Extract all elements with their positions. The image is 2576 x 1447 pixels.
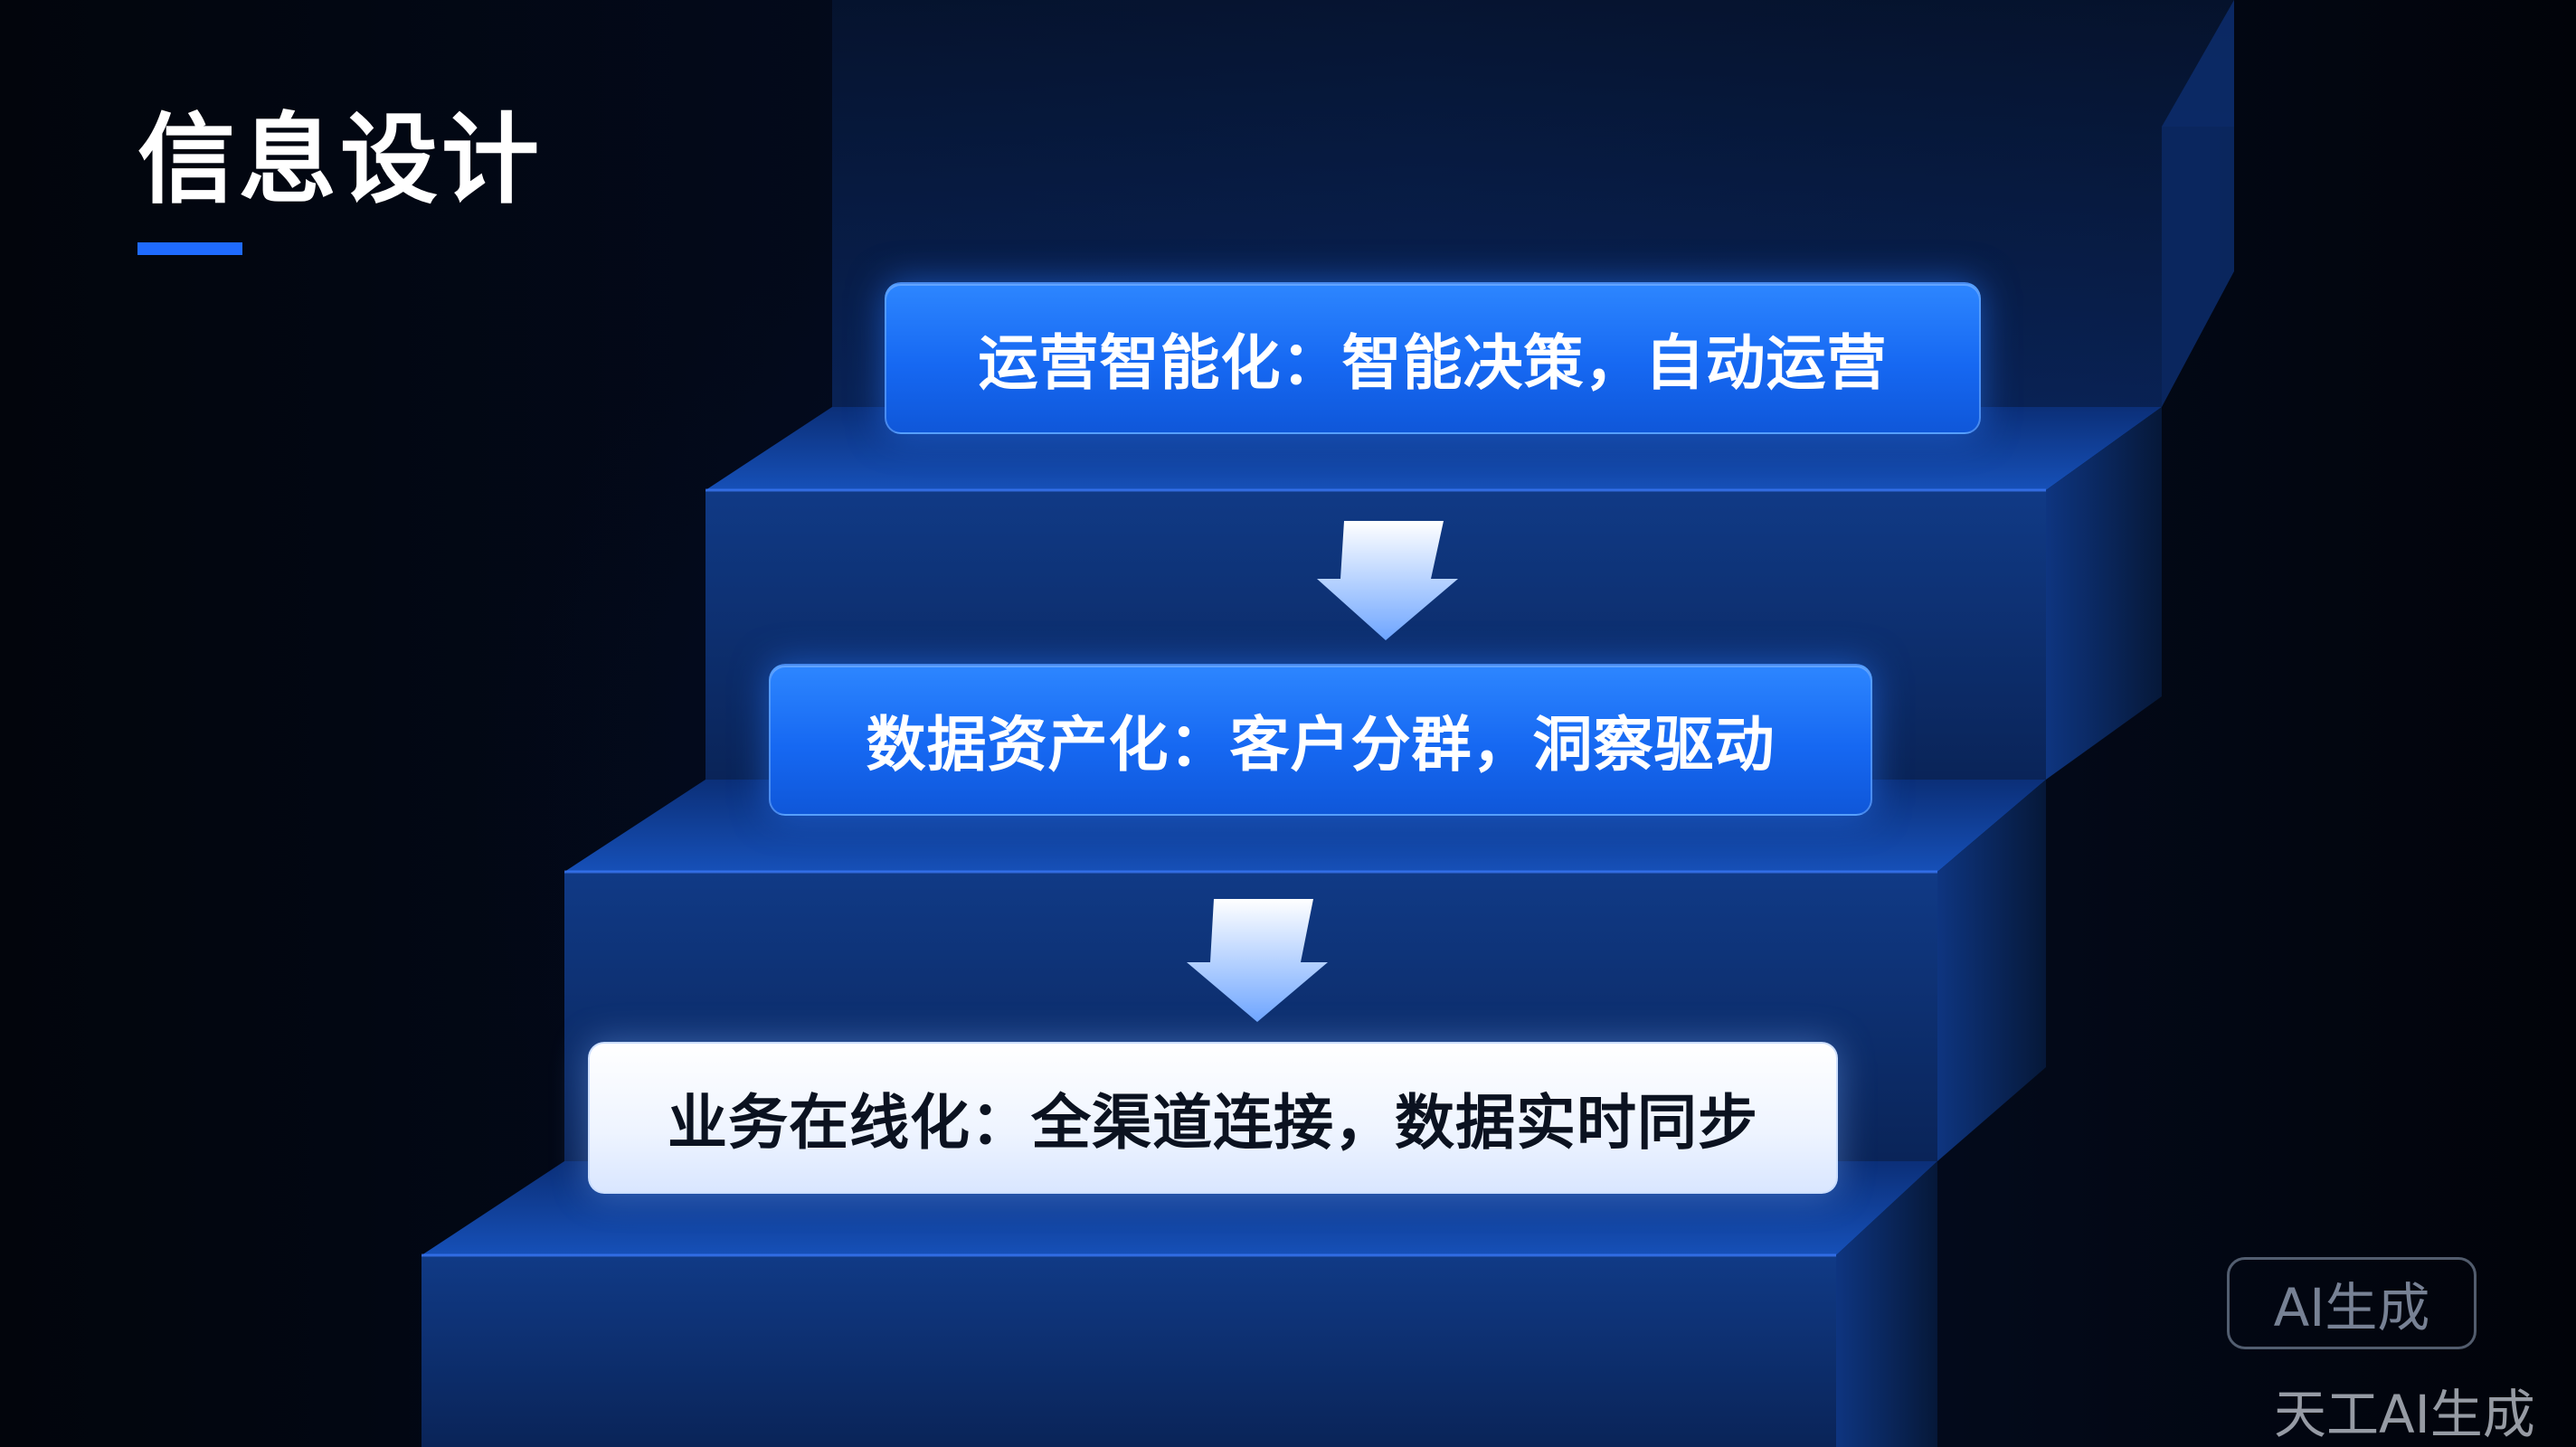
title-underline: [137, 242, 242, 255]
riser-2-side: [1937, 780, 2046, 1161]
ai-generated-badge: AI生成: [2227, 1257, 2477, 1349]
page-title: 信息设计: [137, 104, 544, 217]
watermark-text: 天工AI生成: [2274, 1384, 2535, 1445]
down-arrow-icon: [1317, 521, 1458, 640]
top-edge: [2162, 0, 2234, 407]
riser-3: [421, 1255, 1836, 1447]
step-label: 数据资产化：客户分群，洞察驱动: [866, 710, 1776, 780]
step-card-business-online: 业务在线化：全渠道连接，数据实时同步: [588, 1042, 1838, 1194]
step-card-data-assets: 数据资产化：客户分群，洞察驱动: [769, 664, 1872, 816]
riser-1-side: [2046, 407, 2162, 780]
step-card-operations: 运营智能化：智能决策，自动运营: [885, 282, 1981, 434]
riser-3-side: [1836, 1161, 1937, 1447]
step-label: 运营智能化：智能决策，自动运营: [978, 328, 1888, 398]
down-arrow-icon: [1187, 899, 1328, 1022]
step-label: 业务在线化：全渠道连接，数据实时同步: [668, 1088, 1758, 1158]
